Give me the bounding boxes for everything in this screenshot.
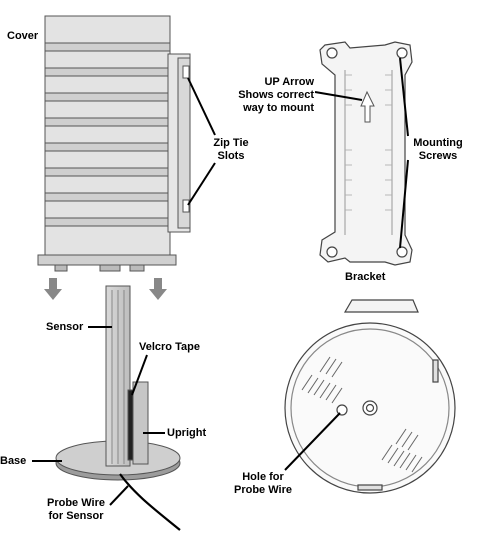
label-up-arrow: UP Arrow Shows correct way to mount	[226, 76, 314, 115]
probe-wire	[119, 473, 181, 531]
label-mounting-line2: Screws	[418, 150, 458, 162]
label-velcro-tape: Velcro Tape	[139, 341, 200, 353]
down-arrow-icon	[44, 278, 167, 300]
label-zip-tie-slots: Zip Tie Slots	[206, 137, 256, 163]
leader-lines	[32, 57, 409, 506]
label-probe-wire: Probe Wire for Sensor	[40, 497, 112, 523]
label-hole-probe-wire: Hole for Probe Wire	[228, 471, 298, 497]
cover-shield	[37, 15, 191, 272]
base-bottom-view	[284, 299, 456, 494]
label-probe-line2: for Sensor	[48, 510, 104, 522]
label-hole-line1: Hole for	[242, 471, 284, 483]
label-hole-line2: Probe Wire	[234, 484, 292, 496]
label-up-arrow-line2: Shows correct	[238, 89, 314, 101]
label-up-arrow-line3: way to mount	[243, 102, 314, 114]
up-arrow-icon	[360, 90, 375, 123]
label-probe-line1: Probe Wire	[47, 497, 105, 509]
label-bracket: Bracket	[345, 271, 386, 283]
label-mounting-screws: Mounting Screws	[408, 137, 468, 163]
sensor-assembly	[55, 285, 181, 481]
label-sensor: Sensor	[46, 321, 84, 333]
label-zip-tie-line1: Zip Tie	[213, 137, 249, 149]
label-mounting-line1: Mounting	[413, 137, 463, 149]
label-cover: Cover	[7, 30, 39, 42]
label-zip-tie-line2: Slots	[217, 150, 245, 162]
label-base: Base	[0, 455, 27, 467]
label-up-arrow-line1: UP Arrow	[264, 76, 314, 88]
bracket	[319, 41, 413, 266]
label-upright: Upright	[167, 427, 207, 439]
